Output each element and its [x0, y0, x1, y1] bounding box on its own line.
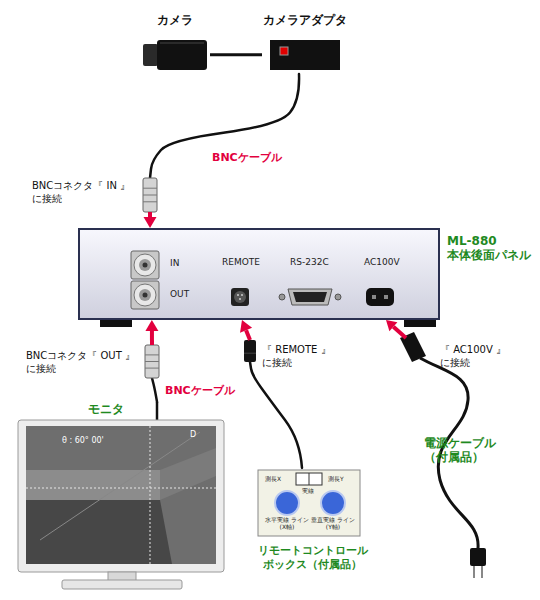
- plug-ridge: [145, 368, 159, 369]
- cable: [210, 53, 262, 56]
- cable-connector: [210, 54, 262, 55]
- cable: [152, 378, 157, 402]
- connection-note: BNCコネクタ『 OUT 』 に接続: [26, 350, 144, 375]
- screen-readout: D: [190, 430, 196, 439]
- cable: [150, 74, 299, 178]
- arrow-head: [145, 320, 158, 331]
- monitor-drawing: [18, 402, 224, 589]
- plug-ridge: [143, 201, 157, 202]
- camera: カメラ: [140, 12, 210, 74]
- connect-arrow: [148, 212, 152, 217]
- connection-note: 『 AC100V 』 に接続: [440, 344, 520, 369]
- button-label: 測長X: [265, 475, 281, 484]
- cable-label: BNCケーブル: [165, 383, 235, 398]
- bnc-plug: [145, 345, 159, 378]
- cable-connector: [240, 320, 302, 468]
- node-text: カメラ: [140, 12, 210, 29]
- bnc-plug: [143, 178, 157, 212]
- plug-ridge: [143, 188, 157, 189]
- bnc-in-socket: [131, 251, 159, 279]
- cable-label: BNCケーブル: [212, 150, 282, 165]
- plug-ridge: [145, 354, 159, 355]
- port-label: IN: [170, 258, 179, 268]
- connect-arrow: [150, 331, 154, 345]
- port-label: REMOTE: [222, 257, 260, 267]
- power-arrow: [386, 320, 406, 338]
- button-label: 実線: [302, 487, 314, 496]
- screen-readout: θ : 60° 00': [62, 436, 104, 445]
- connect-arrow: [246, 330, 250, 340]
- plug-ridge: [244, 353, 256, 354]
- node-text: カメラアダプタ: [262, 12, 348, 29]
- camera-adapter: カメラアダプタ: [262, 12, 348, 74]
- arrow-head: [144, 217, 157, 228]
- port-label: OUT: [170, 289, 189, 299]
- node-text: モニタ: [88, 402, 138, 416]
- din-plug: [244, 340, 256, 362]
- plug-ridge: [143, 195, 157, 196]
- plug-body: [244, 340, 256, 362]
- plug-body: [143, 178, 157, 212]
- plug-body: [145, 345, 159, 378]
- node-text: ML-880 本体後面パネル: [447, 234, 539, 263]
- button-label: 水平実線 ライン(X軸): [262, 517, 312, 531]
- button-label: 測長Y: [328, 475, 344, 484]
- bnc-out-socket: [131, 281, 159, 309]
- port-label: RS-232C: [290, 257, 329, 267]
- adapter-body: [270, 40, 340, 70]
- node-text: リモートコントロール ボックス（付属品）: [250, 544, 375, 572]
- ac-inlet: [366, 288, 394, 306]
- port-label: AC100V: [364, 257, 400, 267]
- remote-socket: [231, 288, 249, 306]
- cable-connector: [145, 320, 159, 402]
- cable-connector: [143, 74, 299, 228]
- connection-note: BNCコネクタ『 IN 』 に接続: [32, 180, 142, 205]
- connection-note: 『 REMOTE 』 に接続: [262, 344, 346, 369]
- remote-box-drawing: [258, 470, 360, 536]
- arrow-head: [240, 320, 252, 333]
- cable: [250, 362, 302, 468]
- component-caption: 電源ケーブル （付属品）: [424, 436, 514, 465]
- button-label: 垂直実線 ライン(Y軸): [308, 517, 358, 531]
- plug-ridge: [145, 361, 159, 362]
- camera-body: [143, 40, 207, 70]
